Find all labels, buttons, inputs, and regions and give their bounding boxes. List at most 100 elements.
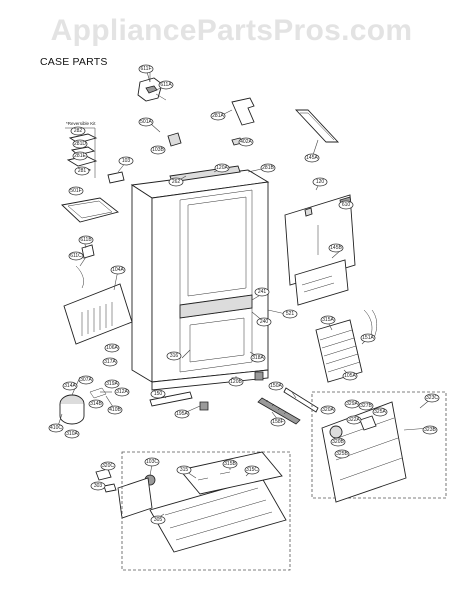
svg-text:322A: 322A (348, 417, 360, 423)
callout-611b: 611B (78, 235, 94, 245)
callout-410c: 410C (48, 423, 64, 433)
svg-text:315B: 315B (224, 461, 236, 467)
callout-314a: 314A (62, 381, 78, 391)
callout-501f: 501F (68, 186, 84, 196)
svg-text:241: 241 (258, 289, 267, 295)
callout-281d: 281D (72, 139, 88, 149)
bottom-left-small-parts (95, 468, 156, 519)
wire-harness-part (75, 244, 95, 289)
svg-text:104A: 104A (112, 267, 124, 273)
svg-text:314A: 314A (64, 383, 76, 389)
drain-pan-box (311, 391, 447, 499)
svg-text:120A: 120A (216, 165, 228, 171)
svg-text:329A: 329A (346, 401, 358, 407)
svg-text:315A: 315A (322, 317, 334, 323)
callout-307a: 307A (78, 375, 94, 385)
callout-325a: 325A (372, 407, 388, 417)
front-grille-part (257, 397, 301, 425)
svg-text:410C: 410C (50, 425, 62, 431)
callout-145b: 145B (328, 243, 344, 253)
svg-text:150A: 150A (270, 383, 282, 389)
top-hinge-assembly (137, 72, 167, 102)
svg-text:145B: 145B (330, 245, 342, 251)
callout-329a: 329A (344, 399, 360, 409)
svg-text:195A: 195A (176, 411, 188, 417)
svg-text:120B: 120B (230, 379, 242, 385)
svg-text:610: 610 (342, 202, 351, 208)
callout-103c: 103C (144, 457, 160, 467)
drain-pan-part (321, 401, 407, 503)
callout-318a: 318A (250, 353, 266, 363)
watermark-logo: AppliancePartsPros.com (50, 14, 413, 47)
callout-323c: 323C (424, 393, 440, 403)
svg-text:105A: 105A (344, 373, 356, 379)
callout-314b: 314B (88, 399, 104, 409)
callout-282: 282 (70, 126, 86, 136)
callout-521: 521 (282, 309, 298, 319)
svg-text:611F: 611F (140, 66, 151, 72)
svg-text:106A: 106A (106, 345, 118, 351)
callout-195a: 195A (174, 409, 190, 419)
machine-compartment-box (121, 451, 291, 571)
svg-text:240: 240 (260, 319, 269, 325)
callout-319a: 319A (104, 379, 120, 389)
callout-120a: 120A (214, 163, 230, 173)
svg-text:307A: 307A (80, 377, 92, 383)
svg-text:281B: 281B (262, 165, 274, 171)
svg-text:325B: 325B (336, 451, 348, 457)
svg-text:151A: 151A (362, 335, 374, 341)
callout-145a: 145A (304, 153, 320, 163)
callout-281e: 281E (72, 151, 88, 161)
callout-312a: 312A (114, 387, 130, 397)
callout-281a: 281A (210, 111, 226, 121)
svg-text:320C: 320C (102, 463, 114, 469)
refrigerator-case-body (130, 165, 270, 391)
callout-315: 315 (176, 465, 192, 475)
callout-240: 240 (256, 317, 272, 327)
svg-text:305: 305 (154, 517, 163, 523)
callouts: 611F 611A 501A 281A 402A 145A 282 281D 2… (48, 64, 440, 525)
svg-text:158F: 158F (272, 419, 283, 425)
svg-text:316: 316 (170, 353, 179, 359)
callout-106a: 106A (104, 343, 120, 353)
callout-303: 303 (90, 481, 106, 491)
callout-105a: 105A (342, 371, 358, 381)
callout-322a: 322A (346, 415, 362, 425)
callout-501a: 501A (138, 117, 154, 127)
callout-323b: 323B (422, 425, 438, 435)
svg-text:150: 150 (154, 391, 163, 397)
callout-402a: 402A (238, 137, 254, 147)
callout-281: 281 (74, 166, 90, 176)
shelf-panel-part (61, 197, 119, 223)
top-center-parts (167, 97, 255, 147)
callout-151a: 151A (360, 333, 376, 343)
callout-325b: 325B (334, 449, 350, 459)
callout-104a: 104A (110, 265, 126, 275)
svg-text:323B: 323B (424, 427, 436, 433)
callout-610: 610 (338, 200, 354, 210)
callout-305: 305 (150, 515, 166, 525)
callout-410b: 410B (107, 405, 123, 415)
callout-150: 150 (150, 389, 166, 399)
callout-262: 262 (168, 177, 184, 187)
svg-text:501F: 501F (70, 188, 81, 194)
callout-281b: 281B (260, 163, 276, 173)
svg-text:319A: 319A (106, 381, 118, 387)
svg-text:315: 315 (180, 467, 189, 473)
control-panel-part (284, 194, 356, 306)
svg-text:611B: 611B (80, 237, 92, 243)
svg-text:315C: 315C (246, 467, 258, 473)
svg-text:281: 281 (78, 168, 87, 174)
base-pan-part (149, 451, 287, 553)
strip-part (283, 387, 319, 413)
left-hinge-bracket-part (107, 171, 125, 184)
callout-611f: 611F (138, 64, 154, 74)
callout-103b: 103B (150, 145, 166, 155)
base-bracket-part (149, 391, 193, 407)
callout-611c: 611C (68, 251, 84, 261)
svg-text:611C: 611C (70, 253, 82, 259)
svg-text:312A: 312A (116, 389, 128, 395)
svg-text:103: 103 (122, 158, 131, 164)
svg-text:103B: 103B (152, 147, 164, 153)
